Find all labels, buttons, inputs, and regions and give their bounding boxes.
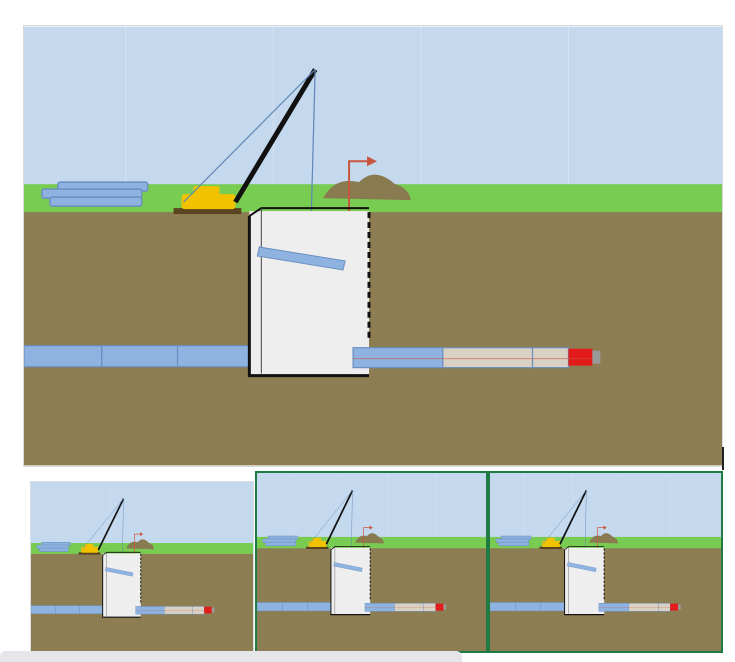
shaft-icon [102, 551, 142, 618]
shaft-icon [330, 546, 371, 616]
spoil-heap-icon [323, 174, 411, 201]
jacked-pipe [364, 603, 436, 612]
spoil-heap-icon [589, 533, 619, 544]
illustration-scene [490, 473, 721, 651]
pipe-stack-icon [495, 535, 532, 547]
jacking-head-icon [670, 603, 681, 611]
pipeline-icon [24, 345, 264, 368]
thumbnail-2-image [257, 473, 486, 651]
illustration-scene [257, 473, 486, 651]
shaft-icon [564, 546, 605, 616]
illustration-scene [31, 482, 253, 652]
crane-icon [173, 68, 318, 256]
thumbnail-1[interactable] [30, 481, 254, 653]
jacking-head-icon [435, 603, 447, 611]
illustration-scene [24, 26, 722, 466]
pipe-stack-icon [262, 535, 298, 547]
jacking-head-icon [568, 348, 601, 366]
pipe-stack-icon [41, 181, 149, 207]
main-diagram-view [23, 25, 723, 467]
spoil-heap-icon [126, 539, 155, 550]
crane-icon [78, 498, 125, 571]
thumbnail-3-image [490, 473, 721, 651]
jacked-pipe [598, 603, 671, 612]
pipeline-icon [490, 602, 570, 612]
jacked-pipe [352, 347, 570, 369]
pipe-stack-icon [36, 541, 71, 552]
thumbnail-1-image [31, 482, 253, 652]
bottom-scrollbar[interactable] [0, 651, 462, 662]
pipeline-icon [31, 605, 108, 614]
pipeline-icon [257, 602, 336, 612]
spoil-heap-icon [355, 533, 384, 544]
text-cursor [722, 447, 724, 470]
pipe-jacking-illustration [24, 26, 722, 466]
jacking-head-icon [204, 606, 215, 614]
jacked-pipe [135, 606, 205, 615]
thumbnail-3[interactable] [488, 471, 723, 653]
thumbnail-2[interactable] [255, 471, 488, 653]
shaft-icon [247, 207, 371, 378]
